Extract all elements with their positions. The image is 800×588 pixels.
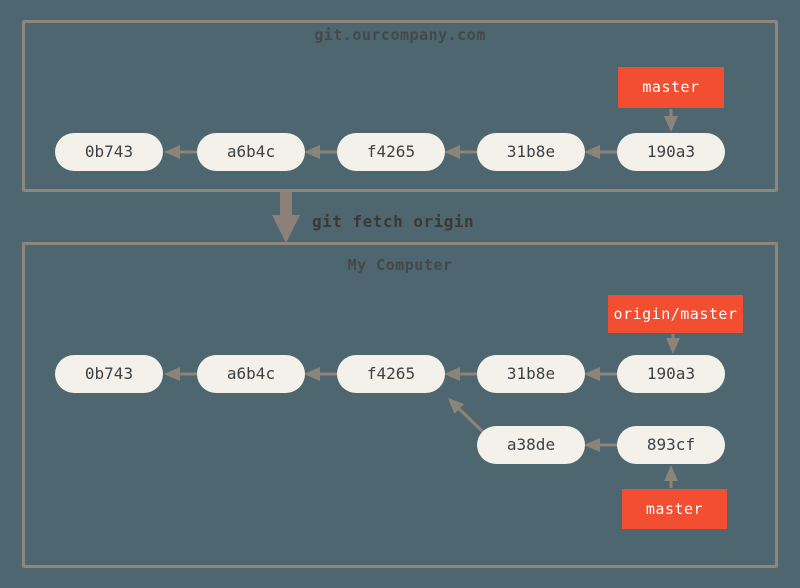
- fetch-arrow: [272, 192, 300, 243]
- commit-node: a38de: [477, 426, 585, 464]
- remote-master-branch-label: master: [618, 67, 724, 108]
- commit-node: 190a3: [617, 355, 725, 393]
- commit-node: 31b8e: [477, 133, 585, 171]
- remote-repo-title: git.ourcompany.com: [314, 26, 486, 44]
- commit-node: 31b8e: [477, 355, 585, 393]
- commit-node: 893cf: [617, 426, 725, 464]
- commit-node: a6b4c: [197, 133, 305, 171]
- commit-node: a6b4c: [197, 355, 305, 393]
- commit-node: 0b743: [55, 133, 163, 171]
- remote-repo-box: [22, 20, 778, 192]
- commit-node: f4265: [337, 355, 445, 393]
- commit-node: 190a3: [617, 133, 725, 171]
- local-repo-box: [22, 242, 778, 568]
- local-repo-title: My Computer: [347, 256, 453, 274]
- local-origin-master-branch-label: origin/master: [608, 295, 743, 333]
- fetch-command-label: git fetch origin: [312, 212, 475, 231]
- local-master-branch-label: master: [622, 489, 727, 529]
- commit-node: f4265: [337, 133, 445, 171]
- local-edge-a38de-to-f4265: [447, 397, 485, 434]
- commit-node: 0b743: [55, 355, 163, 393]
